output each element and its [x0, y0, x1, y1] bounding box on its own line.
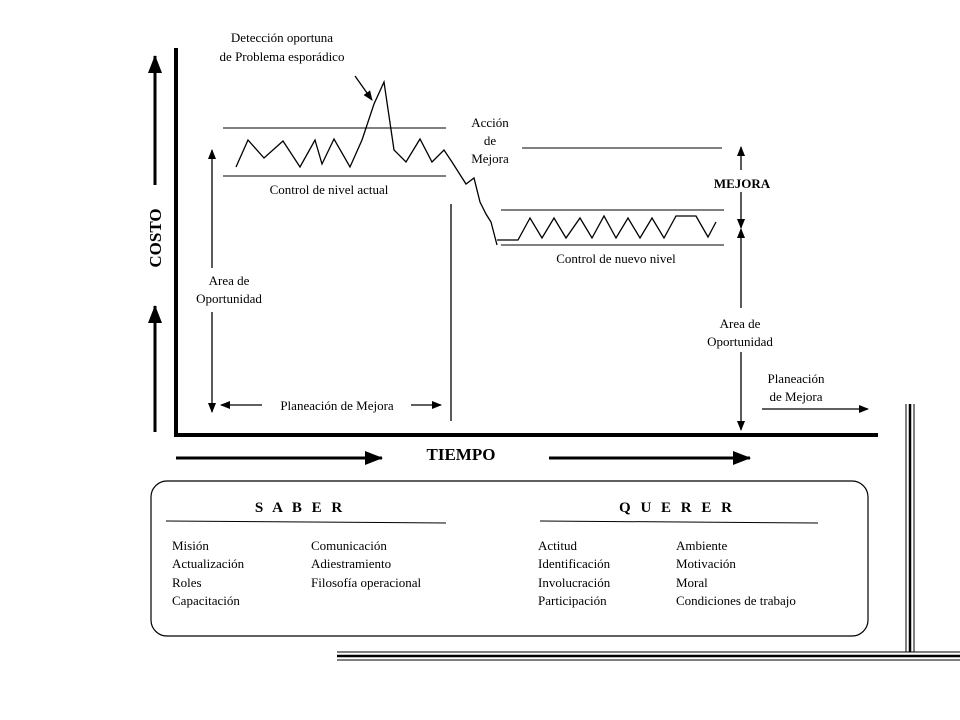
detection-pointer-arrow	[354, 75, 373, 101]
left-opportunity-line1: Area de	[209, 273, 250, 288]
querer-col1: Actitud Identificación Involucración Par…	[538, 538, 611, 608]
querer-item: Participación	[538, 593, 607, 608]
saber-title: S A B E R	[255, 500, 345, 516]
saber-item: Adiestramiento	[311, 556, 391, 571]
saber-item: Filosofía operacional	[311, 575, 421, 590]
querer-item: Condiciones de trabajo	[676, 593, 796, 608]
saber-col1: Misión Actualización Roles Capacitación	[172, 538, 245, 608]
y-axis-title: COSTO	[146, 208, 165, 267]
action-label-line3: Mejora	[471, 151, 509, 166]
new-level-label: Control de nuevo nivel	[556, 251, 676, 266]
querer-underline	[539, 520, 819, 524]
querer-item: Actitud	[538, 538, 577, 553]
querer-item: Ambiente	[676, 538, 727, 553]
current-level-variation	[235, 79, 498, 246]
left-planning-label: Planeación de Mejora	[280, 398, 394, 413]
x-axis-title: TIEMPO	[427, 445, 496, 464]
frame-corner-decoration	[337, 404, 960, 661]
querer-item: Involucración	[538, 575, 611, 590]
detection-label-line2: de Problema esporádico	[220, 49, 345, 64]
saber-item: Capacitación	[172, 593, 240, 608]
querer-item: Identificación	[538, 556, 611, 571]
querer-col2: Ambiente Motivación Moral Condiciones de…	[676, 538, 796, 608]
querer-item: Moral	[676, 575, 708, 590]
current-level-label: Control de nivel actual	[270, 182, 389, 197]
detection-label-line1: Detección oportuna	[231, 30, 333, 45]
saber-item: Comunicación	[311, 538, 387, 553]
left-opportunity-line2: Oportunidad	[196, 291, 262, 306]
saber-item: Roles	[172, 575, 202, 590]
right-opportunity-line1: Area de	[720, 316, 761, 331]
saber-item: Misión	[172, 538, 209, 553]
action-label-line1: Acción	[471, 115, 509, 130]
querer-title: Q U E R E R	[619, 500, 735, 516]
saber-item: Actualización	[172, 556, 245, 571]
new-level-variation	[497, 214, 717, 241]
action-label-line2: de	[484, 133, 497, 148]
right-planning-line2: de Mejora	[769, 389, 822, 404]
knowledge-will-box	[150, 480, 869, 637]
querer-item: Motivación	[676, 556, 736, 571]
saber-underline	[165, 520, 447, 524]
improvement-label: MEJORA	[714, 176, 771, 191]
saber-col2: Comunicación Adiestramiento Filosofía op…	[311, 538, 421, 590]
right-planning-line1: Planeación	[767, 371, 825, 386]
right-opportunity-line2: Oportunidad	[707, 334, 773, 349]
